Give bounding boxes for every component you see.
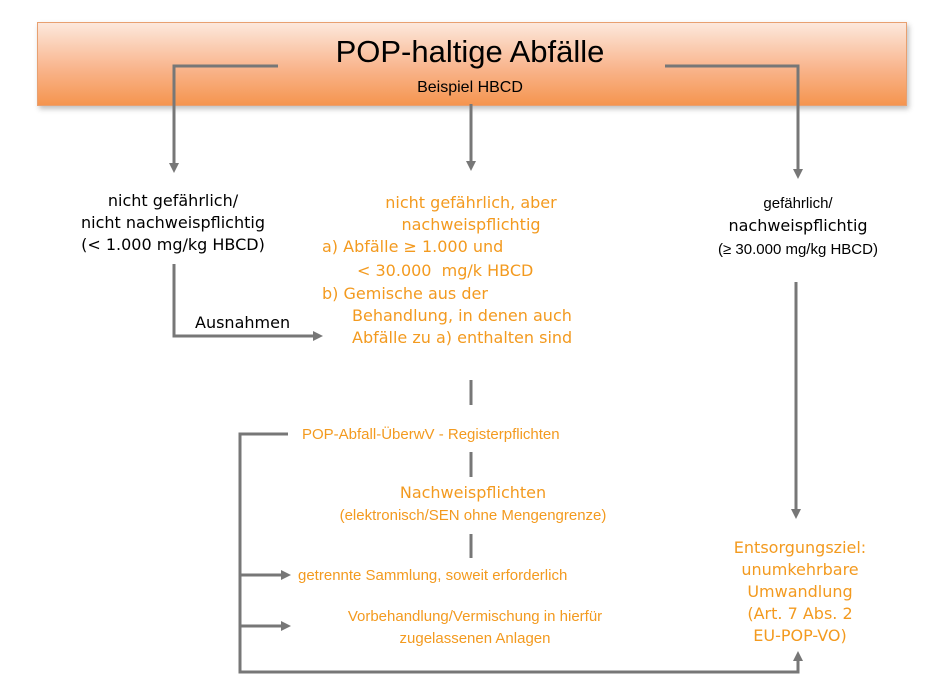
step-vorbehandlung-line1: Vorbehandlung/Vermischung in hierfür bbox=[347, 608, 603, 625]
left-box-line2: nicht nachweispflichtig bbox=[81, 213, 265, 232]
left-bracket-line bbox=[238, 432, 803, 674]
step-sammlung: getrennte Sammlung, soweit erforderlich bbox=[298, 567, 568, 584]
right-box-line1: gefährlich/ bbox=[763, 195, 833, 212]
middle-box-line5: b) Gemische aus der bbox=[322, 284, 488, 303]
page-title: POP-haltige Abfälle bbox=[335, 34, 605, 69]
goal-line1: Entsorgungsziel: bbox=[733, 538, 867, 557]
arrow-header-to-right bbox=[665, 64, 803, 179]
step-vorbehandlung-line2: zugelassenen Anlagen bbox=[399, 630, 551, 647]
arrow-header-to-left bbox=[169, 64, 278, 173]
goal-line3: Umwandlung bbox=[747, 582, 853, 601]
step-nachweis-line2: (elektronisch/SEN ohne Mengengrenze) bbox=[339, 507, 607, 524]
middle-box-line3: a) Abfälle ≥ 1.000 und bbox=[322, 237, 504, 256]
header-banner bbox=[37, 22, 907, 106]
left-box-line3: (< 1.000 mg/kg HBCD) bbox=[81, 235, 265, 254]
middle-box-line6: Behandlung, in denen auch bbox=[352, 306, 572, 325]
middle-box-line7: Abfälle zu a) enthalten sind bbox=[352, 328, 573, 347]
exceptions-label: Ausnahmen bbox=[195, 313, 291, 332]
middle-box-line1: nicht gefährlich, aber bbox=[385, 193, 557, 212]
arrow-exceptions bbox=[172, 264, 323, 341]
right-box-line2: nachweispflichtig bbox=[728, 216, 868, 235]
left-box-line1: nicht gefährlich/ bbox=[107, 191, 239, 210]
middle-box-line2: nachweispflichtig bbox=[401, 215, 541, 234]
step-register: POP-Abfall-ÜberwV - Registerpflichten bbox=[302, 426, 560, 443]
goal-line2: unumkehrbare bbox=[741, 560, 859, 579]
middle-box-line4: < 30.000 mg/k HBCD bbox=[357, 261, 534, 280]
page-subtitle: Beispiel HBCD bbox=[417, 79, 523, 96]
goal-line5: EU-POP-VO) bbox=[753, 626, 847, 645]
step-nachweis-line1: Nachweispflichten bbox=[399, 483, 547, 502]
right-box-line3: (≥ 30.000 mg/kg HBCD) bbox=[718, 241, 878, 258]
goal-line4: (Art. 7 Abs. 2 bbox=[747, 604, 853, 623]
